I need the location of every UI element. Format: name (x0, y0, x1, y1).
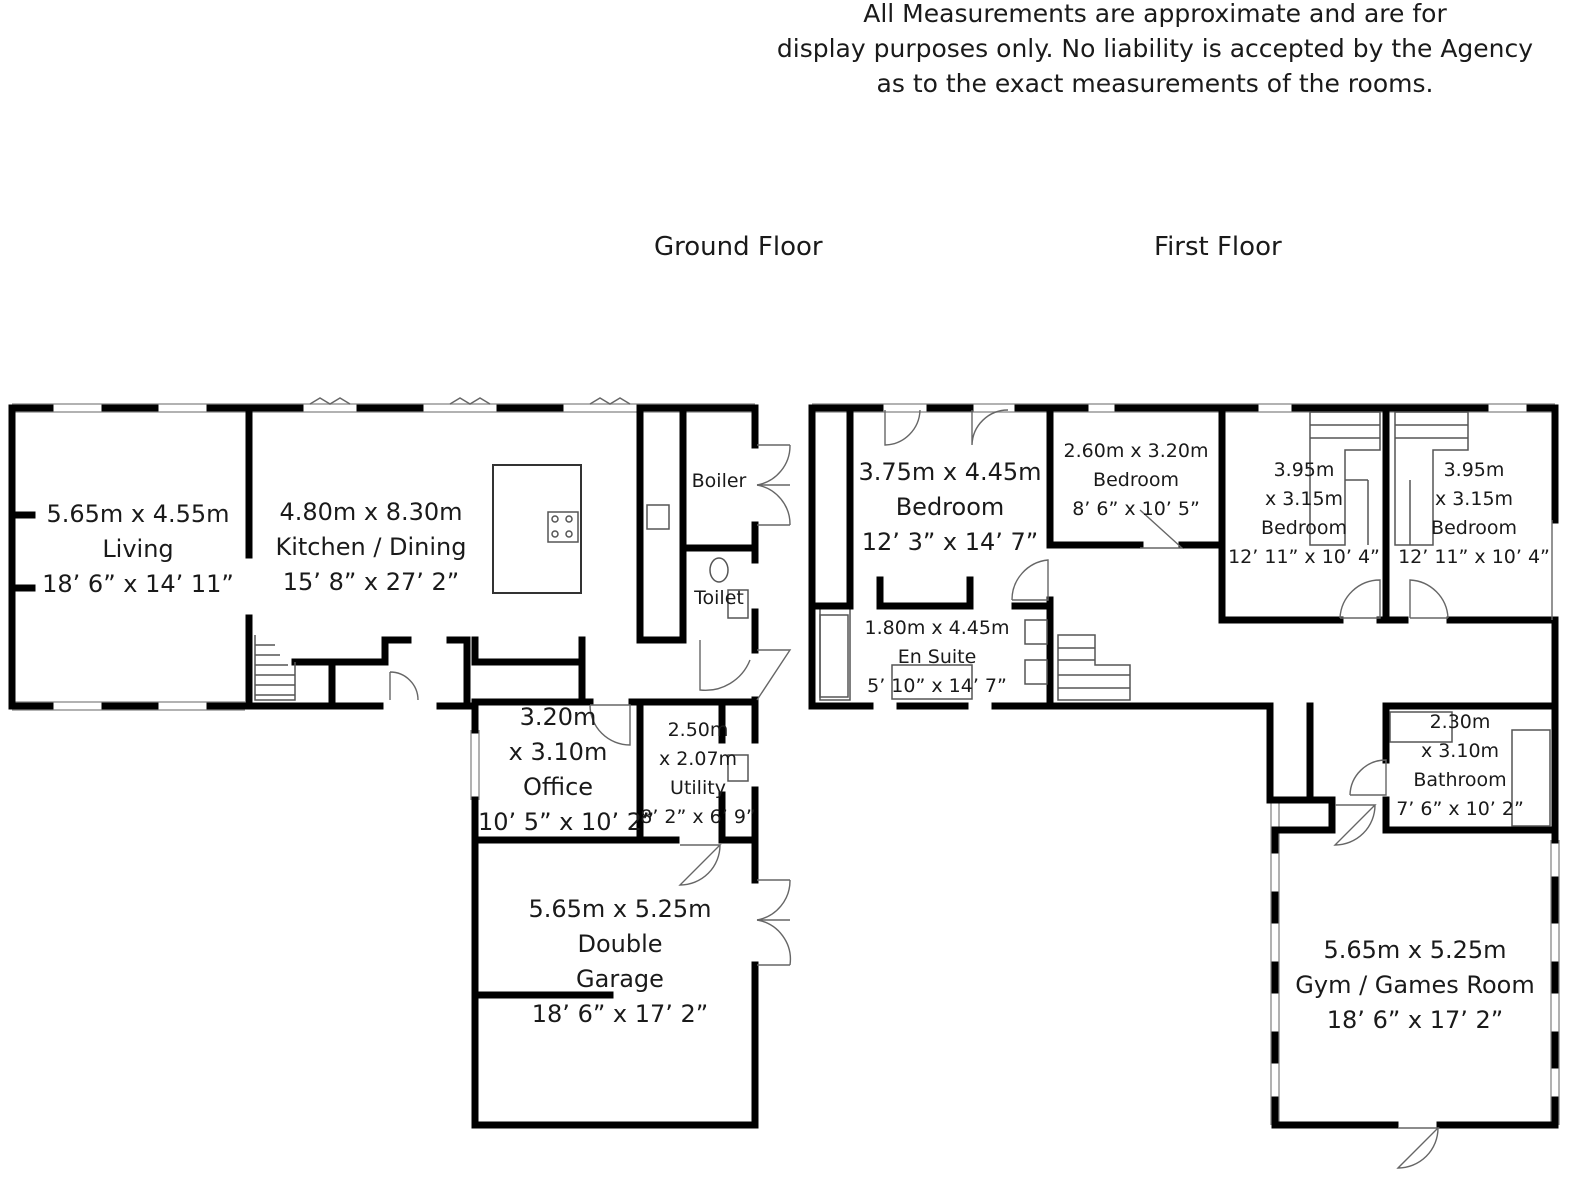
room-en-suite: 1.80m x 4.45m En Suite 5’ 10” x 14’ 7” (852, 614, 1022, 701)
room-bedroom-3-imperial: 12’ 11” x 10’ 4” (1228, 546, 1380, 568)
room-utility-metric-a: 2.50m (667, 719, 729, 741)
room-living-imperial: 18’ 6” x 14’ 11” (42, 570, 234, 598)
room-utility-metric-b: x 2.07m (658, 748, 738, 770)
room-bedroom-3-metric-b: x 3.15m (1264, 488, 1344, 510)
room-toilet: Toilet (686, 584, 752, 613)
room-bedroom-4-metric-a: 3.95m (1443, 459, 1505, 481)
room-boiler-name: Boiler (691, 470, 747, 492)
room-bedroom-4-name: Bedroom (1431, 517, 1517, 539)
disclaimer-line-1: All Measurements are approximate and are… (863, 0, 1447, 28)
room-bedroom-2-imperial: 8’ 6” x 10’ 5” (1072, 498, 1200, 520)
room-garage-imperial: 18’ 6” x 17’ 2” (531, 1000, 709, 1028)
room-gym-games: 5.65m x 5.25m Gym / Games Room 18’ 6” x … (1285, 933, 1545, 1038)
room-bathroom-name: Bathroom (1413, 769, 1507, 791)
room-office-metric-a: 3.20m (519, 703, 597, 731)
room-garage-name-b: Garage (576, 965, 664, 993)
disclaimer-line-2: display purposes only. No liability is a… (776, 34, 1534, 63)
room-bathroom: 2.30m x 3.10m Bathroom 7’ 6” x 10’ 2” (1392, 708, 1528, 824)
room-bedroom-1-metric: 3.75m x 4.45m (858, 458, 1042, 486)
room-office-name: Office (522, 773, 594, 801)
room-kitchen-dining: 4.80m x 8.30m Kitchen / Dining 15’ 8” x … (266, 495, 476, 600)
room-bedroom-1-name: Bedroom (895, 493, 1005, 521)
room-living: 5.65m x 4.55m Living 18’ 6” x 14’ 11” (40, 497, 236, 602)
first-floor-title: First Floor (1154, 232, 1282, 262)
room-bedroom-3-metric-a: 3.95m (1273, 459, 1335, 481)
room-bedroom-3: 3.95m x 3.15m Bedroom 12’ 11” x 10’ 4” (1224, 456, 1384, 572)
room-bedroom-4: 3.95m x 3.15m Bedroom 12’ 11” x 10’ 4” (1392, 456, 1556, 572)
first-floor-plan (808, 403, 1560, 1169)
room-en-suite-imperial: 5’ 10” x 14’ 7” (867, 675, 1007, 697)
room-living-name: Living (102, 535, 174, 563)
first-floor-stairs (1057, 411, 1469, 701)
room-bedroom-2: 2.60m x 3.20m Bedroom 8’ 6” x 10’ 5” (1052, 437, 1220, 524)
room-bedroom-2-name: Bedroom (1093, 469, 1179, 491)
disclaimer-note: All Measurements are approximate and are… (760, 0, 1550, 101)
room-utility-imperial: 8’ 2” x 6’ 9” (640, 806, 756, 828)
room-bedroom-4-metric-b: x 3.15m (1434, 488, 1514, 510)
room-garage-name-a: Double (577, 930, 663, 958)
room-kitchen-name: Kitchen / Dining (275, 533, 467, 561)
room-living-metric: 5.65m x 4.55m (46, 500, 230, 528)
room-utility: 2.50m x 2.07m Utility 8’ 2” x 6’ 9” (640, 716, 756, 832)
ground-floor-plan (8, 397, 792, 1129)
room-garage-metric: 5.65m x 5.25m (528, 895, 712, 923)
room-en-suite-metric: 1.80m x 4.45m (864, 617, 1010, 639)
disclaimer-line-3: as to the exact measurements of the room… (876, 69, 1434, 98)
room-bedroom-2-metric: 2.60m x 3.20m (1063, 440, 1209, 462)
room-bedroom-1-imperial: 12’ 3” x 14’ 7” (861, 528, 1039, 556)
room-kitchen-imperial: 15’ 8” x 27’ 2” (282, 568, 460, 596)
room-gym-imperial: 18’ 6” x 17’ 2” (1326, 1006, 1504, 1034)
room-bathroom-metric-a: 2.30m (1429, 711, 1491, 733)
room-office-metric-b: x 3.10m (508, 738, 608, 766)
room-kitchen-metric: 4.80m x 8.30m (279, 498, 463, 526)
ground-floor-title: Ground Floor (654, 232, 823, 262)
room-office-imperial: 10’ 5” x 10’ 2” (478, 808, 655, 836)
room-double-garage: 5.65m x 5.25m Double Garage 18’ 6” x 17’… (500, 892, 740, 1032)
room-bathroom-imperial: 7’ 6” x 10’ 2” (1396, 798, 1524, 820)
room-office: 3.20m x 3.10m Office 10’ 5” x 10’ 2” (478, 700, 655, 840)
room-gym-metric: 5.65m x 5.25m (1323, 936, 1507, 964)
room-bedroom-4-imperial: 12’ 11” x 10’ 4” (1398, 546, 1550, 568)
room-boiler: Boiler (686, 467, 752, 496)
ground-stairs (254, 635, 296, 701)
room-en-suite-name: En Suite (897, 646, 977, 668)
room-bathroom-metric-b: x 3.10m (1420, 740, 1500, 762)
room-toilet-name: Toilet (694, 587, 744, 609)
room-utility-name: Utility (670, 777, 726, 799)
room-bedroom-1: 3.75m x 4.45m Bedroom 12’ 3” x 14’ 7” (852, 455, 1048, 560)
room-gym-name: Gym / Games Room (1295, 971, 1535, 999)
room-bedroom-3-name: Bedroom (1261, 517, 1347, 539)
